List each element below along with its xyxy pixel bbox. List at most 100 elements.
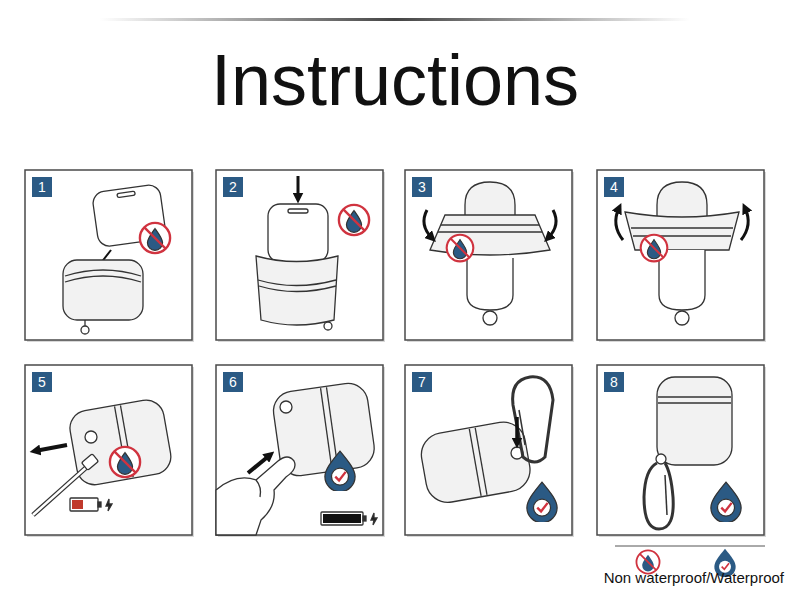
- step-seven-drawing: [469, 429, 481, 496]
- step-five-drawing: [70, 498, 98, 511]
- step-three-drawing: [441, 224, 539, 225]
- step-four-drawing: [675, 311, 689, 325]
- step-one-drawing: [63, 184, 170, 334]
- step-two-drawing: [256, 256, 338, 325]
- step-two-drawing: [258, 280, 336, 286]
- step-number: 5: [32, 372, 52, 392]
- step-seven-drawing: [519, 410, 525, 445]
- step-six-drawing: [248, 455, 270, 473]
- step-three-drawing: [424, 210, 432, 238]
- step-one-drawing: [84, 320, 85, 326]
- panel-frame: [25, 365, 192, 535]
- step-seven-drawing: [418, 377, 557, 523]
- step-number: 8: [604, 372, 624, 392]
- step-six-drawing: [325, 451, 355, 492]
- step-one-drawing: [81, 326, 89, 334]
- step-six-drawing: [363, 516, 366, 521]
- step-three-drawing: [438, 231, 542, 232]
- step-eight-drawing: [658, 396, 731, 397]
- step-one-drawing: [140, 223, 170, 253]
- step-two-drawing: [297, 176, 300, 198]
- step-two-drawing: [288, 209, 308, 213]
- step-seven-drawing: [513, 377, 553, 462]
- step-one-drawing: [65, 270, 141, 276]
- panel-frame: [25, 170, 192, 340]
- panel-frame: [405, 170, 572, 340]
- step-one-drawing: [117, 191, 135, 197]
- step-number: 7: [412, 372, 432, 392]
- step-number-text: 2: [229, 179, 237, 195]
- step-eight-drawing: [711, 482, 741, 523]
- step-four-drawing: [631, 227, 733, 228]
- step-five-drawing: [85, 431, 97, 443]
- panel-frame: [25, 170, 766, 537]
- step-number: 6: [223, 372, 243, 392]
- step-six-drawing: [256, 480, 261, 497]
- step-five-drawing: [67, 397, 174, 487]
- step-three-drawing: [424, 182, 556, 325]
- step-five-drawing: [110, 447, 140, 477]
- step-five-drawing: [98, 502, 101, 507]
- step-four-drawing: [741, 208, 748, 240]
- step-number: 4: [604, 177, 624, 197]
- step-four-drawing: [641, 235, 668, 262]
- step-five-drawing: [33, 465, 89, 515]
- step-five-drawing: [33, 397, 174, 515]
- step-five-drawing: [67, 397, 174, 487]
- top-rule: [100, 18, 690, 21]
- step-four-drawing: [616, 208, 623, 240]
- step-number: 3: [412, 177, 432, 197]
- step-one-drawing: [63, 260, 143, 320]
- step-number-text: 6: [229, 374, 237, 390]
- panel-frame: [216, 170, 383, 340]
- step-number-text: 3: [418, 179, 426, 195]
- step-number: 1: [32, 177, 52, 197]
- step-number-text: 5: [38, 374, 46, 390]
- panel-frame: [216, 365, 383, 535]
- step-seven-drawing: [527, 482, 557, 523]
- page-title: Instructions: [0, 44, 790, 116]
- step-five-drawing: [72, 500, 83, 509]
- step-number-text: 4: [610, 179, 618, 195]
- step-three-drawing: [467, 258, 513, 310]
- legend-samples: [615, 546, 765, 547]
- step-one-drawing: [65, 276, 141, 282]
- step-number: 2: [223, 177, 243, 197]
- step-two-drawing: [339, 205, 369, 235]
- step-two-drawing: [324, 322, 332, 330]
- step-two-drawing: [256, 176, 369, 330]
- step-five-drawing: [106, 499, 112, 511]
- step-eight-drawing: [644, 377, 741, 529]
- step-six-drawing: [216, 381, 377, 535]
- step-five-drawing: [35, 445, 67, 451]
- step-six-drawing: [323, 514, 361, 523]
- step-seven-drawing: [515, 417, 519, 443]
- step-eight-drawing: [657, 377, 732, 465]
- step-number-text: 7: [418, 374, 426, 390]
- step-two-drawing: [268, 204, 328, 262]
- step-six-drawing: [321, 388, 333, 470]
- step-four-drawing: [659, 250, 705, 310]
- panel-frame: [405, 365, 572, 535]
- step-five-drawing: [33, 465, 89, 515]
- step-three-drawing: [548, 210, 556, 238]
- step-seven-drawing: [475, 428, 487, 495]
- step-three-drawing: [447, 235, 474, 262]
- panel-frame: [597, 365, 764, 535]
- step-six-drawing: [371, 513, 377, 525]
- step-eight-drawing: [658, 402, 731, 403]
- step-eight-drawing: [656, 454, 666, 464]
- legend-text: Non waterproof/Waterproof: [604, 569, 784, 587]
- step-three-drawing: [483, 311, 497, 325]
- step-eight-drawing: [644, 463, 673, 529]
- step-four-drawing: [616, 182, 748, 325]
- step-five-drawing: [81, 454, 98, 471]
- step-six-drawing: [321, 512, 363, 525]
- step-number-text: 1: [38, 179, 46, 195]
- step-six-drawing: [280, 401, 292, 413]
- step-eight-drawing: [665, 475, 667, 515]
- step-two-drawing: [259, 286, 336, 292]
- step-number-text: 8: [610, 374, 618, 390]
- panel-frame: [597, 170, 764, 340]
